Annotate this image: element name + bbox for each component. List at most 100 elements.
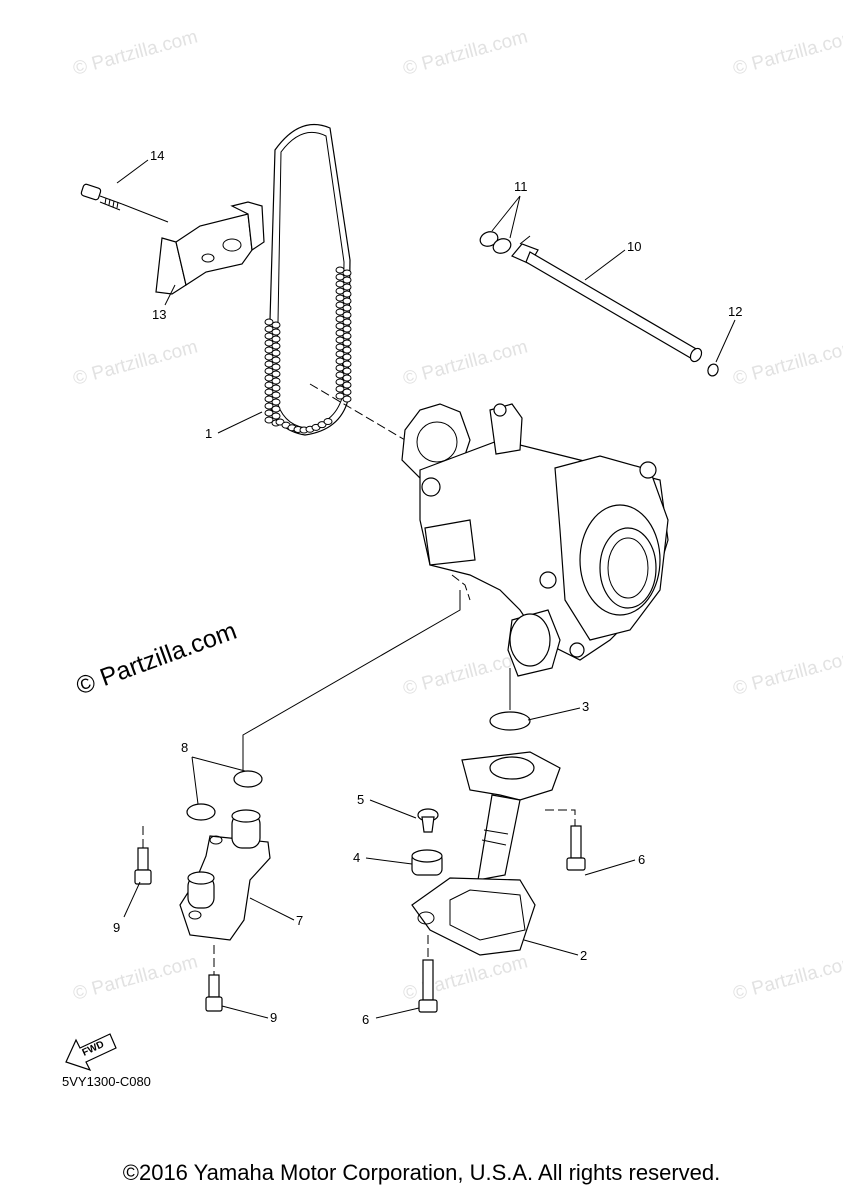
callout-14: 14 (150, 148, 164, 163)
part-9-bolt (205, 945, 223, 1012)
callout-7: 7 (296, 913, 303, 928)
chain-link (335, 385, 345, 393)
chain-link (342, 276, 352, 284)
chain-link (264, 409, 274, 417)
callout-2: 2 (580, 948, 587, 963)
chain-link (264, 318, 274, 326)
chain-link (335, 280, 345, 288)
chain-link (335, 273, 345, 281)
chain-link (271, 363, 281, 371)
callout-labels: 14 13 1 11 10 12 3 8 5 4 6 9 7 2 9 6 (113, 148, 742, 1027)
chain-link (335, 378, 345, 386)
chain-link (271, 335, 281, 343)
chain-link (271, 405, 281, 413)
chain-link (335, 322, 345, 330)
leader-lines (116, 159, 736, 1019)
chain-link (271, 391, 281, 399)
chain-link (264, 388, 274, 396)
copyright-notice: ©2016 Yamaha Motor Corporation, U.S.A. A… (122, 1160, 721, 1185)
watermark: © Partzilla.com (71, 26, 200, 79)
part-2-strainer (411, 751, 561, 956)
part-9-bolt (134, 826, 152, 885)
chain-link (342, 395, 352, 403)
part-7-pipe (179, 809, 271, 941)
callout-3: 3 (582, 699, 589, 714)
part-11-o-rings (479, 231, 512, 254)
part-3-o-ring (489, 711, 531, 731)
chain-link (335, 371, 345, 379)
watermark: © Partzilla.com (731, 951, 843, 1004)
chain-link (335, 350, 345, 358)
chain-link (271, 384, 281, 392)
part-4-damper (411, 849, 443, 876)
chain-link (342, 360, 352, 368)
part-1-timing-chain (264, 123, 352, 436)
chain-link (271, 328, 281, 336)
callout-4: 4 (353, 850, 360, 865)
watermark: © Partzilla.com (401, 336, 530, 389)
watermark: © Partzilla.com (731, 26, 843, 79)
callout-8: 8 (181, 740, 188, 755)
chain-link (271, 377, 281, 385)
part-12-o-ring (707, 363, 719, 377)
watermark: © Partzilla.com (731, 646, 843, 699)
watermark: © Partzilla.com (401, 951, 530, 1004)
diagram-code: 5VY1300-C080 (62, 1074, 151, 1089)
chain-link (342, 318, 352, 326)
part-5-damper (417, 808, 439, 833)
callout-9: 9 (270, 1010, 277, 1025)
watermark-featured: © Partzilla.com (72, 617, 240, 701)
chain-link (271, 342, 281, 350)
watermark: © Partzilla.com (71, 336, 200, 389)
callout-10: 10 (627, 239, 641, 254)
chain-link (342, 381, 352, 389)
chain-links (264, 266, 352, 434)
callout-9: 9 (113, 920, 120, 935)
chain-link (335, 301, 345, 309)
part-10-pipe (511, 235, 703, 363)
chain-link (264, 339, 274, 347)
chain-link (342, 304, 352, 312)
callout-5: 5 (357, 792, 364, 807)
fwd-arrow-icon: FWD (65, 1033, 117, 1072)
chain-link (264, 360, 274, 368)
chain-link (264, 325, 274, 333)
watermark: © Partzilla.com (71, 951, 200, 1004)
watermark: © Partzilla.com (401, 26, 530, 79)
watermark: © Partzilla.com (731, 336, 843, 389)
chain-link (264, 367, 274, 375)
callout-13: 13 (152, 307, 166, 322)
chain-link (264, 346, 274, 354)
chain-link (335, 343, 345, 351)
chain-link (342, 283, 352, 291)
chain-link (335, 336, 345, 344)
chain-link (342, 353, 352, 361)
chain-link (342, 311, 352, 319)
chain-link (335, 287, 345, 295)
part-13-chain-guide (155, 201, 265, 295)
part-14-bolt (80, 183, 169, 223)
chain-link (264, 381, 274, 389)
chain-link (342, 346, 352, 354)
callout-6: 6 (638, 852, 645, 867)
chain-link (342, 290, 352, 298)
chain-link (342, 367, 352, 375)
chain-link (271, 321, 281, 329)
chain-link (335, 392, 345, 400)
chain-link (335, 308, 345, 316)
chain-link (335, 266, 345, 274)
chain-link (271, 412, 281, 420)
callout-6: 6 (362, 1012, 369, 1027)
chain-link (342, 374, 352, 382)
chain-link (264, 374, 274, 382)
chain-link (335, 357, 345, 365)
chain-link (271, 398, 281, 406)
chain-link (264, 402, 274, 410)
chain-link (342, 297, 352, 305)
chain-link (342, 269, 352, 277)
part-8-o-rings (186, 770, 263, 821)
callout-11: 11 (514, 179, 528, 194)
assembly-line (309, 383, 406, 441)
chain-link (342, 325, 352, 333)
